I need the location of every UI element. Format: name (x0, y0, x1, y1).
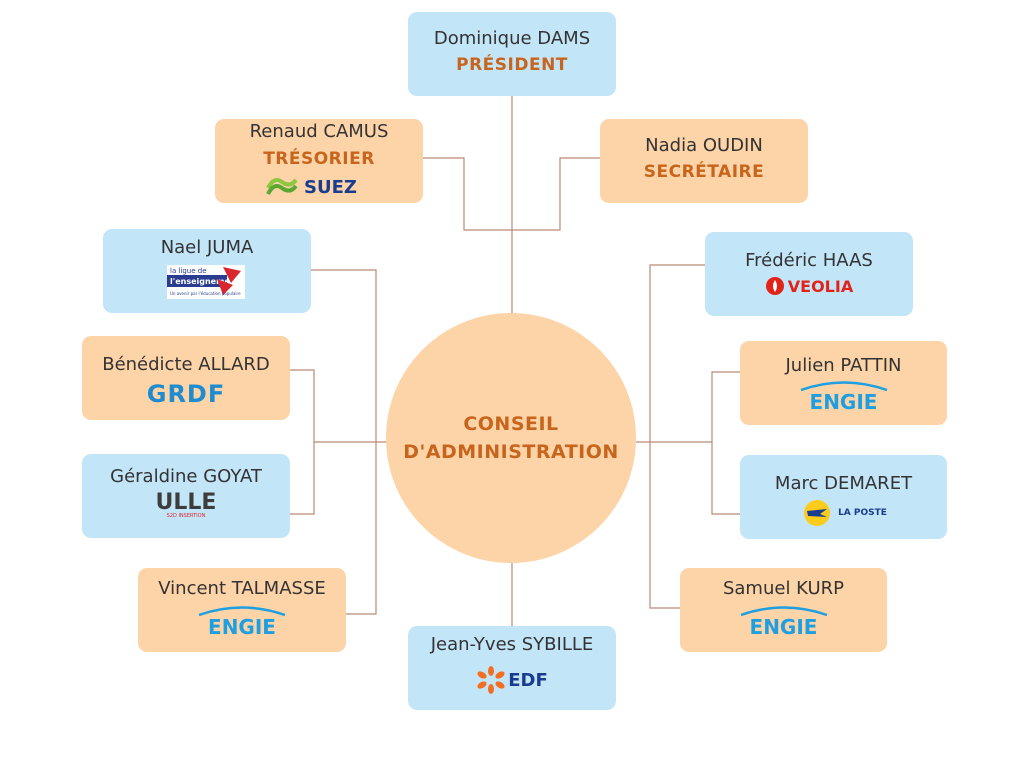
connector-pattin (711, 371, 740, 515)
ulle-logo: ULLE S2D INSERTION (155, 490, 217, 519)
la-poste-icon (804, 500, 831, 526)
node-sybille: Jean-Yves SYBILLE EDF (408, 626, 616, 710)
edf-logo: EDF (476, 666, 548, 694)
suez-icon: SUEZ (266, 177, 357, 198)
center-conseil-administration: CONSEIL D'ADMINISTRATION (386, 313, 636, 563)
svg-text:Un avenir par l'éducation popu: Un avenir par l'éducation populaire (170, 291, 241, 296)
svg-text:SUEZ: SUEZ (304, 177, 357, 198)
node-allard: Bénédicte ALLARD GRDF (82, 336, 290, 420)
center-title-line1: CONSEIL (463, 413, 559, 435)
svg-text:la ligue de: la ligue de (170, 267, 207, 275)
member-name: Julien PATTIN (785, 355, 902, 376)
node-demaret: Marc DEMARET LA POSTE (740, 455, 947, 539)
member-role: SECRÉTAIRE (643, 162, 765, 182)
node-juma: Nael JUMA la ligue de l'enseignement Un … (103, 229, 311, 313)
member-name: Vincent TALMASSE (158, 578, 326, 599)
veolia-icon (765, 277, 784, 295)
member-name: Frédéric HAAS (745, 250, 873, 271)
node-tresorier: Renaud CAMUS TRÉSORIER SUEZ (215, 119, 423, 203)
node-goyat: Géraldine GOYAT ULLE S2D INSERTION (82, 454, 290, 538)
member-name: Nadia OUDIN (645, 135, 763, 156)
engie-logo: ENGIE (197, 606, 287, 637)
member-name: Bénédicte ALLARD (102, 354, 270, 375)
member-name: Jean-Yves SYBILLE (430, 634, 594, 655)
node-kurp: Samuel KURP ENGIE (680, 568, 887, 652)
connector-secretaire (512, 157, 600, 231)
ligue-enseignement-logo: la ligue de l'enseignement Un avenir par… (167, 265, 247, 299)
grdf-logo: GRDF (146, 380, 226, 408)
member-name: Géraldine GOYAT (110, 466, 262, 487)
connector-haas (649, 264, 705, 609)
center-title-line2: D'ADMINISTRATION (403, 441, 619, 463)
node-secretaire: Nadia OUDIN SECRÉTAIRE (600, 119, 808, 203)
veolia-logo: VEOLIA (765, 276, 853, 296)
node-talmasse: Vincent TALMASSE ENGIE (138, 568, 346, 652)
engie-logo: ENGIE (739, 606, 829, 637)
member-name: Nael JUMA (160, 237, 254, 258)
edf-icon (477, 666, 505, 694)
connector-tresorier (423, 157, 512, 231)
member-name: Renaud CAMUS (249, 121, 389, 142)
member-name: Samuel KURP (722, 578, 845, 599)
connector-allard (289, 369, 315, 515)
member-role: PRÉSIDENT (456, 55, 568, 75)
la-poste-logo: LA POSTE (800, 499, 887, 527)
svg-text:l'enseignement: l'enseignement (170, 277, 240, 286)
engie-logo: ENGIE (799, 381, 889, 412)
node-pattin: Julien PATTIN ENGIE (740, 341, 947, 425)
suez-logo: SUEZ (264, 172, 374, 198)
node-haas: Frédéric HAAS VEOLIA (705, 232, 913, 316)
member-name: Marc DEMARET (774, 473, 913, 494)
member-name: Dominique DAMS (433, 28, 591, 49)
node-president: Dominique DAMS PRÉSIDENT (408, 12, 616, 96)
member-role: TRÉSORIER (263, 149, 375, 169)
